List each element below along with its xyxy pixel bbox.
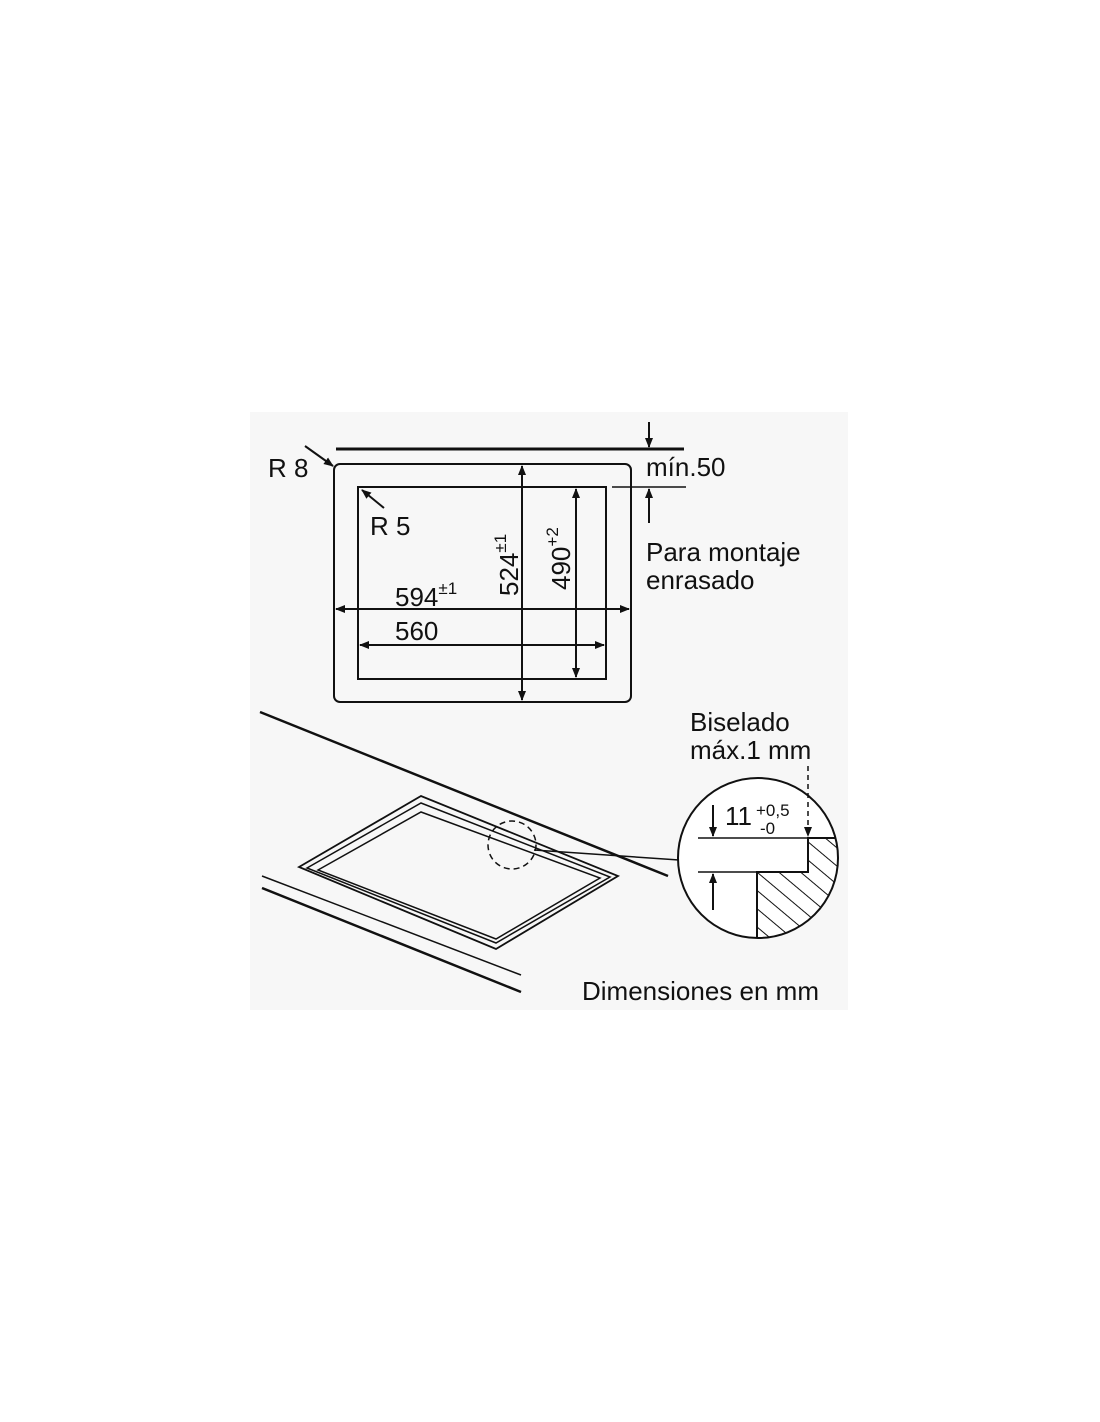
depth-outer-label: 524±1 <box>491 534 524 596</box>
r8-label: R 8 <box>268 453 308 483</box>
detail-callout-ellipse <box>487 820 537 870</box>
bevel-label-line1: Biselado <box>690 707 790 737</box>
rebate-depth-value: 11 <box>725 801 752 831</box>
r8-pointer <box>304 445 334 467</box>
worktop-front-edge-top <box>261 875 522 976</box>
mounting-note-line2: enrasado <box>646 565 754 595</box>
rebate-depth-tol-minus: -0 <box>760 819 775 838</box>
bevel-label-line2: máx.1 mm <box>690 735 811 765</box>
r5-label: R 5 <box>370 511 410 541</box>
edge-detail: 11 +0,5 -0 Biselado máx.1 mm <box>677 707 839 939</box>
depth-inner-label: 490+2 <box>543 527 576 590</box>
worktop-back-edge <box>259 710 669 878</box>
depth-inner-tolerance: +2 <box>543 527 562 546</box>
inner-cutout <box>357 486 607 680</box>
r5-pointer <box>361 489 385 509</box>
width-outer-tolerance: ±1 <box>438 579 457 598</box>
rebate-depth-tol-plus: +0,5 <box>756 801 790 820</box>
width-inner-label: 560 <box>395 616 438 646</box>
detail-leader-line <box>533 849 680 861</box>
width-outer-label: 594±1 <box>395 579 457 612</box>
depth-outer-tolerance: ±1 <box>491 534 510 553</box>
perspective-view <box>259 710 680 994</box>
cutout-rim-outer <box>296 794 621 951</box>
outer-frame <box>333 463 632 703</box>
caption: Dimensiones en mm <box>582 976 819 1006</box>
mounting-note-line1: Para montaje <box>646 537 801 567</box>
cutout-rim-inner <box>316 811 602 940</box>
top-view: R 8 R 5 mín.50 594±1 560 524±1 490+2 Par… <box>268 422 801 703</box>
cutout-rim-middle <box>305 802 612 944</box>
worktop-front-edge-bottom <box>261 886 522 994</box>
min-distance-label: mín.50 <box>646 452 726 482</box>
